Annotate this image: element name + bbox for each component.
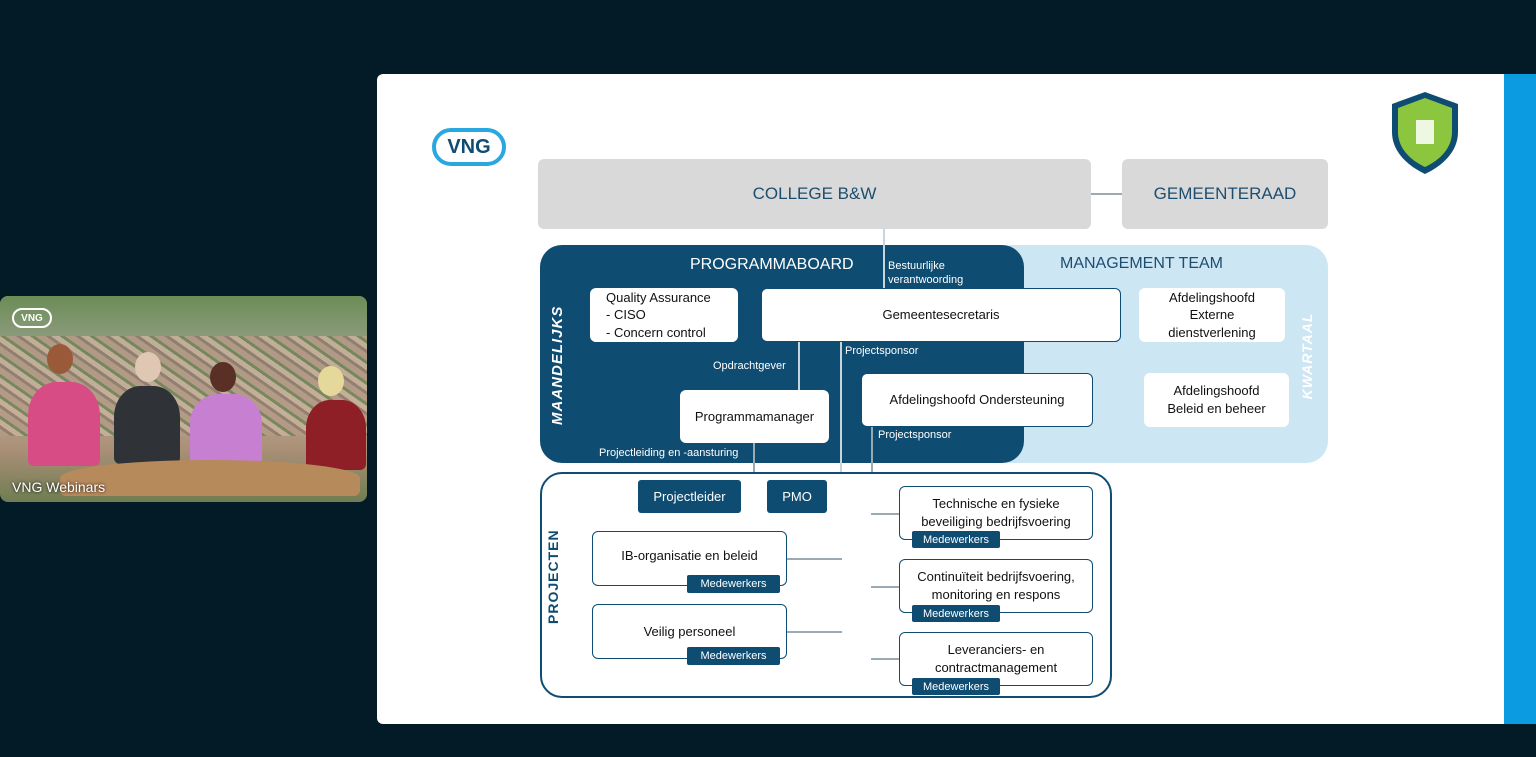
kwartaal-label: KWARTAAL xyxy=(1299,312,1315,400)
programmamanager-box: Programmamanager xyxy=(680,390,829,443)
connector xyxy=(787,631,842,633)
person-2 xyxy=(114,386,180,464)
quality-assurance-box: Quality Assurance - CISO - Concern contr… xyxy=(590,288,738,342)
pmo-box: PMO xyxy=(767,480,827,513)
person-3-head xyxy=(210,362,236,392)
person-3 xyxy=(190,394,262,466)
person-4 xyxy=(306,400,366,470)
video-label: VNG Webinars xyxy=(12,479,106,495)
desk xyxy=(60,460,360,496)
gemeentesecretaris-box: Gemeentesecretaris xyxy=(761,288,1121,342)
medewerkers-tag: Medewerkers xyxy=(912,531,1000,548)
leveranciers-line-2: contractmanagement xyxy=(934,660,1058,675)
afd-ondersteuning-box: Afdelingshoofd Ondersteuning xyxy=(861,373,1093,427)
video-tile[interactable]: VNG VNG Webinars xyxy=(0,296,367,502)
vng-logo-text: VNG xyxy=(447,135,491,158)
programmaboard-title: PROGRAMMABOARD xyxy=(690,256,854,273)
afd-externe-box: Afdelingshoofd Externe dienstverlening xyxy=(1139,288,1285,342)
video-background xyxy=(0,296,367,336)
connector xyxy=(871,586,899,588)
afd-externe-line-3: dienstverlening xyxy=(1168,324,1256,340)
medewerkers-tag: Medewerkers xyxy=(912,605,1000,622)
leveranciers-box: Leveranciers- en contractmanagement xyxy=(899,632,1093,686)
person-1-head xyxy=(47,344,73,374)
connector xyxy=(787,558,842,560)
quality-line-2: - CISO xyxy=(606,307,646,323)
afd-beleid-line-1: Afdelingshoofd xyxy=(1173,383,1260,399)
person-1 xyxy=(28,382,100,466)
afd-externe-line-1: Afdelingshoofd xyxy=(1168,289,1255,305)
projectleider-box: Projectleider xyxy=(638,480,741,513)
quality-line-1: Quality Assurance xyxy=(606,289,711,305)
college-bw-box: COLLEGE B&W xyxy=(538,159,1091,229)
connector xyxy=(871,513,899,515)
afd-externe-line-2: Externe xyxy=(1189,307,1235,323)
technische-line-2: beveiliging bedrijfsvoering xyxy=(921,514,1071,529)
continuiteit-line-1: Continuïteit bedrijfsvoering, xyxy=(917,569,1075,585)
afd-beleid-box: Afdelingshoofd Beleid en beheer xyxy=(1144,373,1289,427)
person-4-head xyxy=(318,366,344,396)
connector xyxy=(883,229,885,289)
afd-beleid-line-2: Beleid en beheer xyxy=(1167,401,1266,416)
connector xyxy=(798,342,800,390)
projectleiding-label: Projectleiding en -aansturing xyxy=(599,447,739,459)
technische-line-1: Technische en fysieke xyxy=(932,496,1060,512)
gemeenteraad-box: GEMEENTERAAD xyxy=(1122,159,1328,229)
medewerkers-tag: Medewerkers xyxy=(687,575,780,593)
maandelijks-label: MAANDELIJKS xyxy=(549,305,566,425)
slide-accent-bar xyxy=(1504,74,1536,724)
quality-line-3: - Concern control xyxy=(606,324,706,340)
person-2-head xyxy=(135,352,161,382)
video-logo: VNG xyxy=(12,308,52,328)
continuiteit-line-2: monitoring en respons xyxy=(931,587,1061,602)
shield-badge-icon xyxy=(1392,92,1458,174)
projecten-label: PROJECTEN xyxy=(545,529,561,624)
management-team-panel xyxy=(990,245,1328,463)
vng-logo: VNG xyxy=(432,128,506,166)
medewerkers-tag: Medewerkers xyxy=(687,647,780,665)
opdrachtgever-label: Opdrachtgever xyxy=(713,360,786,372)
medewerkers-tag: Medewerkers xyxy=(912,678,1000,695)
projectsponsor-2-label: Projectsponsor xyxy=(878,429,952,441)
connector xyxy=(1091,193,1122,195)
management-team-title: MANAGEMENT TEAM xyxy=(1060,255,1223,272)
leveranciers-line-1: Leveranciers- en xyxy=(947,642,1045,658)
projectsponsor-label: Projectsponsor xyxy=(845,345,919,357)
bestuurlijke-label: Bestuurlijke verantwoording xyxy=(888,260,964,286)
connector xyxy=(871,658,899,660)
